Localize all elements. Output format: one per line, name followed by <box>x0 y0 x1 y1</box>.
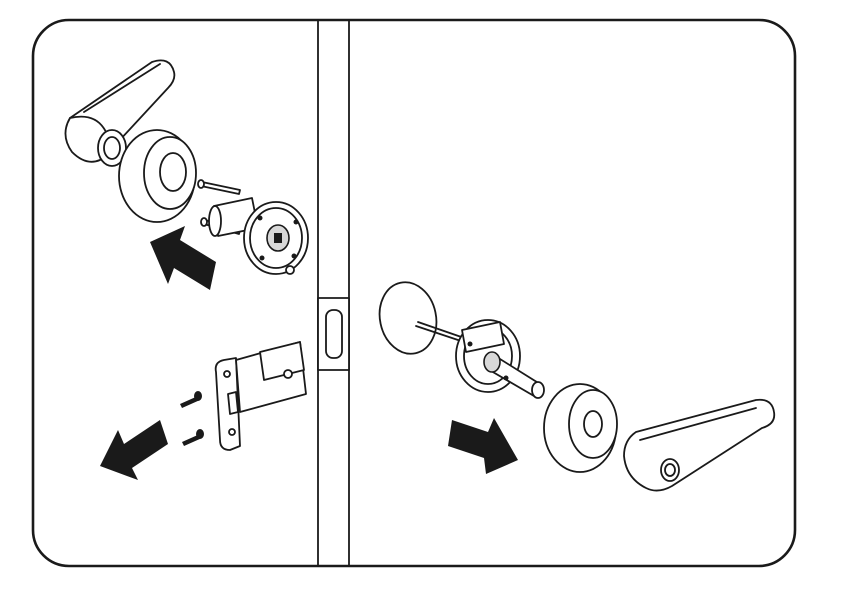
outer-rose-icon <box>118 129 197 223</box>
inner-rose-plate-icon <box>378 281 438 355</box>
latch-screws-icon <box>180 391 204 446</box>
outer-chassis-icon <box>208 197 309 275</box>
inner-rose-icon <box>543 383 618 473</box>
door-edge <box>317 19 350 567</box>
direction-arrow-icon <box>448 418 518 474</box>
frame-border <box>31 18 797 568</box>
outer-lever-handle-icon <box>64 59 176 167</box>
latch-bolt-icon <box>214 341 307 451</box>
inner-chassis-icon <box>455 319 545 399</box>
direction-arrow-icon <box>100 420 168 480</box>
inner-lever-handle-icon <box>623 398 776 492</box>
direction-arrow-icon <box>150 226 216 290</box>
